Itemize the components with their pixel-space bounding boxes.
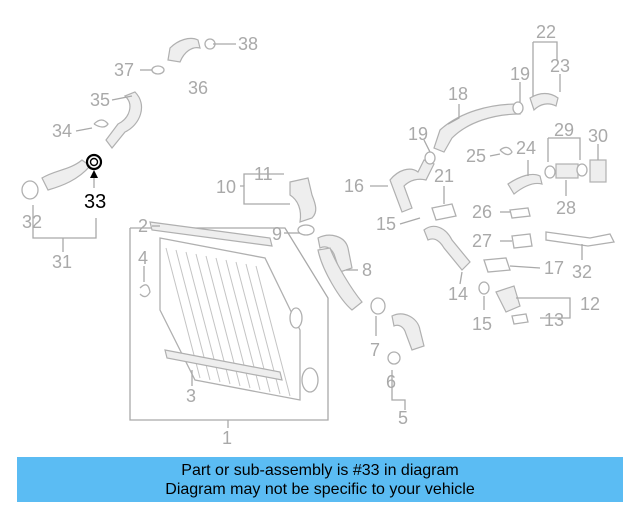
- hose-31: [21, 159, 91, 200]
- callout-27: 28: [556, 198, 576, 218]
- intercooler-frame: [129, 227, 329, 428]
- hose-18: [433, 103, 521, 153]
- hose-36: [167, 37, 216, 63]
- clamp-19-lower: [424, 151, 436, 165]
- intercooler-core: [159, 237, 319, 401]
- callout-12: 12: [580, 294, 600, 314]
- pipe-28: [544, 163, 588, 179]
- callout-32: 32: [22, 212, 42, 232]
- callout-3: 3: [186, 386, 196, 406]
- clip-24: [499, 146, 513, 156]
- bracket-16: [483, 257, 511, 273]
- callout-10: 10: [216, 177, 236, 197]
- callout-28: 29: [554, 120, 574, 140]
- hose-34: [105, 91, 143, 149]
- callout-29: 30: [588, 126, 608, 146]
- callout-8: 8: [362, 260, 372, 280]
- seal-6: [387, 351, 401, 365]
- callout-18: 18: [448, 84, 468, 104]
- bracket-20: [431, 203, 457, 221]
- callout-30: 32: [572, 262, 592, 282]
- hose-14: [423, 225, 471, 271]
- callout-13: 13: [544, 310, 564, 330]
- callout-38: 38: [238, 34, 258, 54]
- bracket-30: [545, 231, 615, 247]
- lower-air-guide: [164, 349, 283, 381]
- callout-23: 24: [516, 138, 536, 158]
- callout-2: 2: [138, 216, 148, 236]
- upper-air-guide: [149, 221, 273, 247]
- callout-17: 16: [344, 176, 364, 196]
- callout-24: 25: [466, 146, 486, 166]
- callout-15-left: 15: [376, 214, 396, 234]
- callout-20: 21: [434, 166, 454, 186]
- seal-33: [85, 153, 103, 171]
- callout-31: 31: [52, 252, 72, 272]
- banner-line-1: Part or sub-assembly is #33 in diagram: [181, 462, 459, 479]
- callout-labels: 38 37 36 35 34 33 32 31 2 4 3 1 11 10 9 …: [22, 22, 608, 448]
- callout-4: 4: [138, 248, 148, 268]
- valve-29: [589, 159, 607, 183]
- clamp-37: [151, 65, 165, 75]
- hose-5: [391, 313, 425, 351]
- clamp-35: [93, 119, 109, 128]
- bracket-26: [511, 233, 533, 249]
- callout-11: 11: [254, 164, 273, 184]
- callout-35: 34: [52, 121, 72, 141]
- hose-23: [507, 173, 543, 195]
- leader-lines: [32, 41, 599, 410]
- hose-21: [529, 92, 559, 112]
- callout-5: 5: [398, 408, 408, 428]
- callout-21: 22: [536, 22, 556, 42]
- callout-1: 1: [222, 428, 232, 448]
- callout-37: 37: [114, 60, 134, 80]
- callout-33: 33: [84, 191, 106, 213]
- callout-33-arrow: [90, 170, 98, 178]
- bracket-25: [509, 207, 531, 219]
- info-banner: Part or sub-assembly is #33 in diagram D…: [17, 457, 623, 502]
- callout-9: 9: [272, 224, 282, 244]
- parts-diagram: 38 37 36 35 34 33 32 31 2 4 3 1 11 10 9 …: [21, 22, 615, 448]
- callout-19-lower: 19: [408, 124, 428, 144]
- callout-7: 7: [370, 340, 380, 360]
- seal-7: [370, 297, 386, 315]
- clip-13: [511, 313, 529, 325]
- callout-6: 6: [386, 372, 396, 392]
- seal-15-lower: [478, 281, 490, 295]
- hose-17: [389, 159, 435, 213]
- banner-line-2: Diagram may not be specific to your vehi…: [165, 481, 475, 498]
- callout-16: 17: [544, 258, 564, 278]
- hose-10: [289, 177, 317, 236]
- callout-15-right: 15: [472, 314, 492, 334]
- hose-8: [317, 234, 363, 311]
- callout-19-upper: 19: [510, 64, 530, 84]
- callout-14: 14: [448, 284, 468, 304]
- callout-22: 23: [550, 56, 570, 76]
- callout-25: 26: [472, 202, 492, 222]
- clamp-19-upper: [512, 101, 524, 115]
- callout-36: 36: [188, 78, 208, 98]
- callout-26: 27: [472, 231, 492, 251]
- callout-34: 35: [90, 90, 110, 110]
- hose-12: [495, 285, 521, 313]
- clip-4: [139, 284, 151, 298]
